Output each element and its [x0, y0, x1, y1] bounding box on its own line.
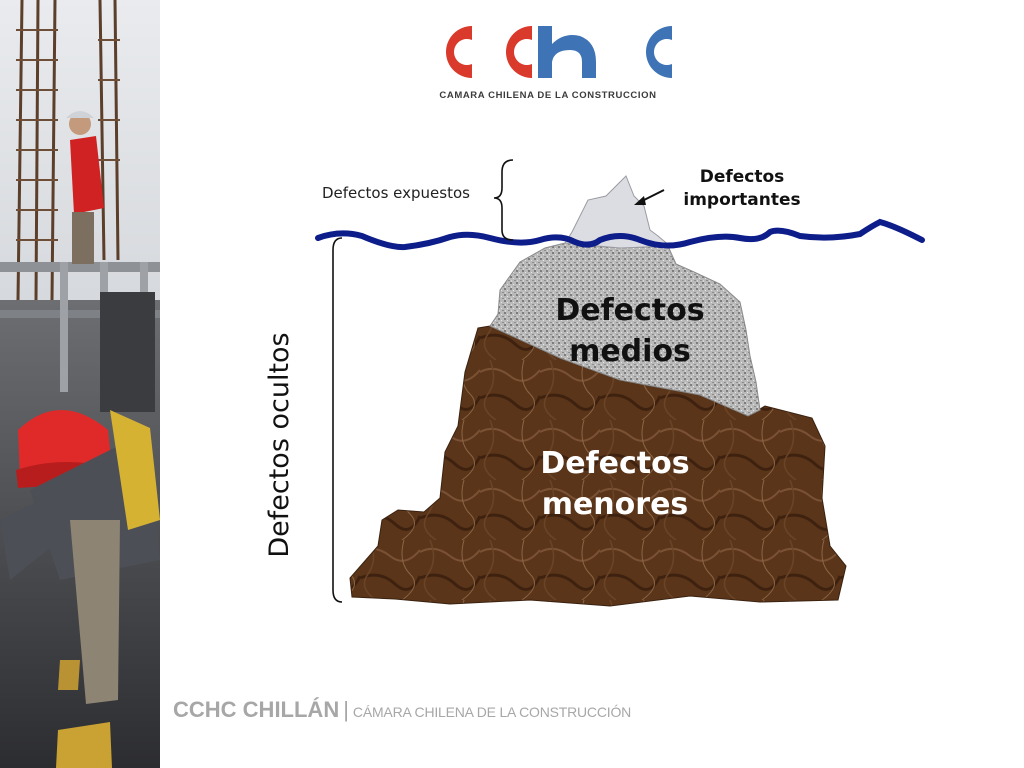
arrow-importantes — [634, 189, 665, 205]
peak-importantes — [564, 175, 672, 249]
label-defectos-menores: Defectos menores — [540, 446, 690, 522]
footer-separator: | — [343, 697, 349, 722]
label-defectos-medios: Defectos medios — [555, 293, 705, 369]
brace-expuestos — [493, 159, 514, 241]
logo-subtitle: CAMARA CHILENA DE LA CONSTRUCCION — [439, 90, 656, 101]
label-defectos-ocultos: Defectos ocultos — [264, 332, 295, 558]
waterline — [315, 218, 925, 251]
label-defectos-importantes: Defectos importantes — [683, 167, 801, 210]
construction-workers-photo — [0, 0, 160, 768]
label-defectos-expuestos: Defectos expuestos — [322, 184, 470, 202]
footer-subtitle: CÁMARA CHILENA DE LA CONSTRUCCIÓN — [352, 704, 632, 720]
cchc-logo: CAMARA CHILENA DE LA CONSTRUCCION — [439, 26, 672, 101]
granite-medios — [489, 242, 761, 417]
footer: CCHC CHILLÁN|CÁMARA CHILENA DE LA CONSTR… — [173, 697, 631, 723]
bracket-ocultos — [332, 237, 343, 603]
footer-title: CCHC CHILLÁN — [173, 697, 340, 722]
